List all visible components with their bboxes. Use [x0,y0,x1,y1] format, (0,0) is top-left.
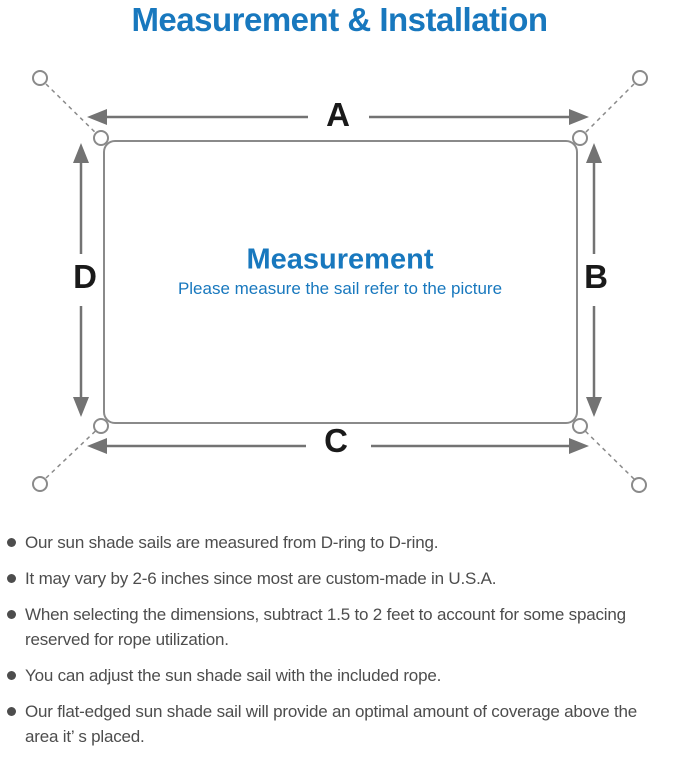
d-ring-top-left [93,130,109,146]
d-ring-bottom-right [572,418,588,434]
note-item: Our sun shade sails are measured from D-… [6,530,671,555]
dimension-arrow-d [73,143,89,417]
bullet-icon [7,610,16,619]
bullet-icon [7,574,16,583]
rope-line-bottom-right [574,420,635,480]
bullet-icon [7,707,16,716]
notes-list: Our sun shade sails are measured from D-… [6,530,671,760]
note-item: You can adjust the sun shade sail with t… [6,663,671,688]
anchor-point-bottom-right [631,477,647,493]
dimension-label-b: B [584,258,608,295]
diagram-center-heading: Measurement [246,243,434,276]
note-item: When selecting the dimensions, subtract … [6,602,671,652]
anchor-point-top-left [32,70,48,86]
measurement-diagram [32,70,648,493]
d-ring-top-right [572,130,588,146]
rope-line-bottom-left [45,420,107,479]
note-text: You can adjust the sun shade sail with t… [25,666,442,685]
bullet-icon [7,671,16,680]
anchor-point-bottom-left [32,476,48,492]
dimension-arrow-c [87,438,589,454]
bullet-icon [7,538,16,547]
note-item: It may vary by 2-6 inches since most are… [6,566,671,591]
dimension-label-c: C [324,422,348,459]
note-text: Our sun shade sails are measured from D-… [25,533,439,552]
rope-line-top-right [574,83,635,144]
note-item: Our flat-edged sun shade sail will provi… [6,699,671,749]
dimension-arrow-a [87,109,589,125]
d-ring-bottom-left [93,418,109,434]
note-text: When selecting the dimensions, subtract … [25,605,626,649]
dimension-label-a: A [326,96,350,133]
sail-outline [103,140,578,424]
dimension-arrow-b [586,143,602,417]
rope-line-top-left [45,83,107,144]
page-title: Measurement & Installation [131,1,548,38]
anchor-point-top-right [632,70,648,86]
note-text: Our flat-edged sun shade sail will provi… [25,702,638,746]
note-text: It may vary by 2-6 inches since most are… [25,569,497,588]
diagram-center-subtitle: Please measure the sail refer to the pic… [177,279,503,298]
dimension-label-d: D [73,258,97,295]
